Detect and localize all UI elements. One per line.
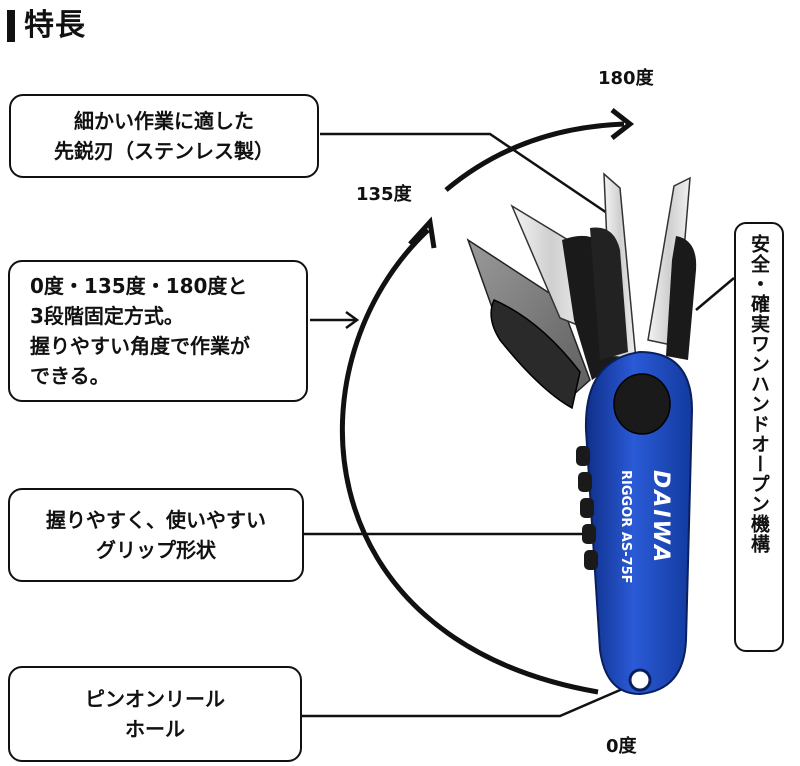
pin-hole [628, 668, 652, 692]
handle-body [584, 350, 694, 696]
callout-grip: 握りやすく、使いやすい グリップ形状 [8, 488, 304, 582]
angle-label-0: 0度 [606, 736, 637, 757]
brand-logo: DAIWA [648, 470, 673, 564]
side-leader-line [695, 277, 735, 311]
angle-label-135: 135度 [356, 184, 412, 205]
callout-grip-line-2: グリップ形状 [96, 538, 216, 562]
arc-180-arrowhead [610, 108, 635, 140]
callout-lock-line-3: 握りやすい角度で作業が [30, 334, 250, 358]
page-title: 特長 [24, 8, 86, 43]
callout-lock: 0度・135度・180度と 3段階固定方式。 握りやすい角度で作業が できる。 [8, 260, 308, 402]
blade-leader-line [320, 132, 611, 217]
callout-lock-line-4: できる。 [30, 364, 110, 388]
callout-lock-line-2: 3段階固定方式。 [30, 304, 184, 328]
model-label: RIGGOR AS-75F [618, 470, 633, 584]
one-hand-open-label: 安全・確実ワンハンドオープン機構 [748, 234, 770, 554]
lock-pointer-arrowhead [345, 310, 360, 330]
grip-rubber-left [490, 299, 581, 410]
grip-rubber-right [666, 236, 697, 360]
callout-blade-line-2: 先鋭刃（ステンレス製） [54, 139, 274, 163]
arc-135-arrowhead [408, 216, 437, 249]
heading-bar [7, 10, 15, 42]
callout-pinhole: ピンオンリール ホール [8, 666, 302, 762]
callout-one-hand-open: 安全・確実ワンハンドオープン機構 [734, 222, 784, 652]
callout-pinhole-line-1: ピンオンリール [85, 687, 225, 711]
callout-pinhole-line-2: ホール [125, 717, 185, 741]
pinhole-leader-line [302, 682, 635, 718]
handle-side-grips [576, 446, 598, 570]
arc-135-to-180 [444, 121, 625, 192]
callout-grip-line-1: 握りやすく、使いやすい [46, 508, 266, 532]
callout-blade: 細かい作業に適した 先鋭刃（ステンレス製） [9, 94, 319, 178]
callout-lock-line-1: 0度・135度・180度と [30, 274, 248, 298]
grip-rubber-center [590, 227, 628, 360]
arc-0-to-135 [339, 228, 599, 695]
scissors: DAIWA RIGGOR AS-75F [466, 172, 697, 696]
lock-button [613, 373, 671, 435]
callout-blade-line-1: 細かい作業に適した [74, 109, 254, 133]
angle-label-180: 180度 [598, 68, 654, 89]
